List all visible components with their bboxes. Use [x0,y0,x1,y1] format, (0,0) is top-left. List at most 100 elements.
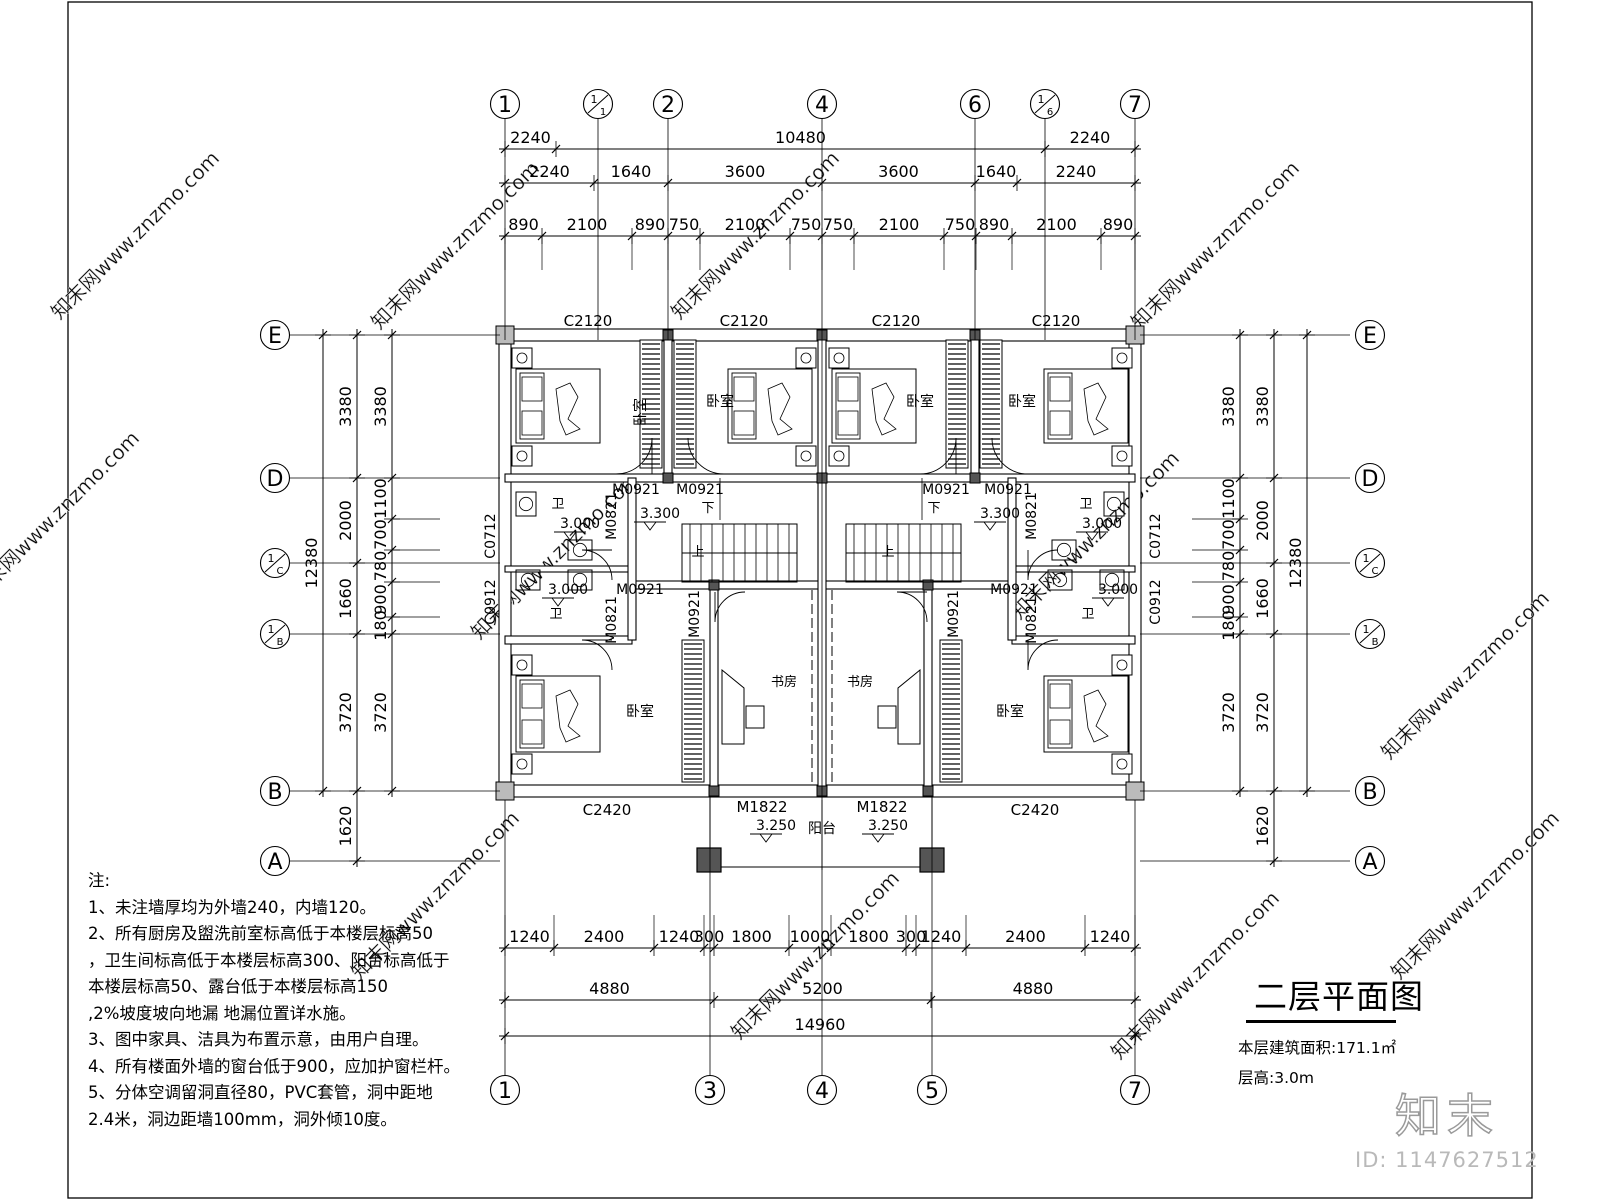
door-nc-bedroom [687,437,725,475]
wall-study-right [923,584,933,792]
axis-bubble-bottom-0 [489,1074,521,1106]
sheet-border [67,1,1533,1199]
nightstand-nw-1 [511,347,533,369]
dim-top-3-text-10: 2100 [1036,215,1077,234]
axis-bubble-top-5-slash [1034,94,1056,114]
room-label-bedroom-2: 卧室 [706,393,734,410]
bed-nc [727,368,813,444]
door-label-m0921-4: M0921 [984,482,1032,498]
bed-ec-frame [831,368,917,444]
wc-basin-nw-bowl [518,496,534,512]
wall-west [498,334,512,792]
nightstand-sw-1 [511,654,533,676]
door-label-m0821-3: M0821 [1024,492,1040,540]
nightstand-ec-1 [828,347,850,369]
door-label-m0921-2: M0921 [676,482,724,498]
axis-bubble-right-3-slash [1359,624,1381,644]
bed-se-headboard [1047,679,1073,749]
room-label-bedroom-6: 卧室 [996,703,1024,720]
axis-bubble-top-6-label: 7 [1128,93,1142,118]
nightstand-ne-1 [1111,347,1133,369]
room-label-study-left: 书房 [771,674,797,690]
chair-left [745,705,765,729]
door-ne-bedroom [991,437,1029,475]
note-line-8: 5、分体空调留洞直径80，PVC套管，洞中距地 [88,1083,433,1102]
dim-right-inner-text-4: 900 [1219,584,1238,615]
nightstand-nw-2-lamp [516,450,528,462]
window-label-c2120-4: C2120 [1032,312,1081,330]
axis-bubble-right-3-num: 1 [1363,623,1370,636]
bed-se [1043,675,1129,753]
desk-left [721,668,745,745]
elevation-3000-1-symbol [554,531,586,541]
elevation-3000-2: 3.000 [548,582,588,598]
elevation-3300-left: 3.300 [640,506,680,522]
dim-bottom-2-text-0: 4880 [589,979,630,998]
dim-left-mid-text-4: 1620 [336,806,355,847]
inner-column-3 [662,472,674,484]
nightstand-ne-2-lamp [1116,450,1128,462]
bed-sw-pillow-2 [521,719,543,745]
wall-wc-left [627,477,637,641]
room-label-bedroom-1: 卧室 [632,398,649,426]
dim-right-inner-text-1: 1100 [1219,478,1238,519]
wall-east [1128,334,1142,792]
axis-bubble-right-2-slash [1359,553,1381,573]
dim-top-3-text-4: 2100 [725,215,766,234]
door-label-m0821-1: M0821 [604,492,620,540]
dim-top-3-text-0: 890 [508,215,539,234]
window-label-c2120-3: C2120 [872,312,921,330]
dim-left-mid-text-3: 3720 [336,692,355,733]
window-label-c0712-left: C0712 [483,513,499,558]
axis-bubble-top-4 [959,88,991,120]
bed-ec-blanket [871,382,897,436]
axis-bubble-left-2-den: C [277,566,284,577]
wc-basin-se-bowl [1052,572,1068,588]
axis-bubble-right-1-label: D [1362,467,1379,492]
door-wc-se [1027,639,1059,671]
dim-top-2-text-0: 2240 [529,162,570,181]
axis-bubble-right-5 [1354,845,1386,877]
dim-right-mid-text-2: 1660 [1253,578,1272,619]
dim-left-inner-text-1: 1100 [371,478,390,519]
axis-bubble-right-5-label: A [1362,850,1377,875]
dim-right-inner-text-5: 180 [1219,610,1238,641]
bed-ec-pillow-2 [837,410,859,436]
dim-top-2-text-3: 3600 [878,162,919,181]
dim-bottom-total-text-0: 14960 [795,1015,846,1034]
axis-bubble-bottom-2 [806,1074,838,1106]
dim-left-inner-text-3: 780 [371,551,390,582]
window-label-c2120-2: C2120 [720,312,769,330]
bed-nc-pillow-1 [733,376,755,402]
axis-bubble-left-4 [259,775,291,807]
dim-right-mid-text-1: 2000 [1253,500,1272,541]
axis-bubble-top-4-label: 6 [968,93,982,118]
door-nw-bedroom [615,437,653,475]
axis-bubble-top-5-num: 1 [1038,93,1045,106]
watermark-logo: 知末 [1394,1088,1499,1144]
door-label-m0821-2: M0821 [604,596,620,644]
dim-top-2-text-4: 1640 [976,162,1017,181]
watermark-text-0: 知末网www.znzmo.com [46,146,224,324]
elevation-3250-right-symbol [862,833,894,843]
axis-bubble-top-3-label: 4 [815,93,829,118]
door-ec-bedroom [919,437,957,475]
nightstand-se-2 [1111,753,1133,775]
nightstand-se-1-lamp [1116,659,1128,671]
dim-top-3-text-5: 750 [791,215,822,234]
nightstand-se-1 [1111,654,1133,676]
bed-nw-pillow-1 [521,376,543,402]
bed-nw-pillow-2 [521,410,543,436]
dim-top-2-text-1: 1640 [611,162,652,181]
dim-left-mid-text-1: 2000 [336,500,355,541]
bed-ne-headboard [1047,372,1073,440]
notes-block: 注: 1、未注墙厚均为外墙240，内墙120。 2、所有厨房及盥洗前室标高低于本… [88,868,468,1133]
bed-ne-pillow-1 [1049,376,1071,402]
dim-top-3-text-8: 750 [945,215,976,234]
dim-top-3-text-2: 890 [635,215,666,234]
dim-bottom-1-text-1: 2400 [584,927,625,946]
wardrobe-5 [681,639,705,783]
door-label-m1822-left: M1822 [736,798,787,816]
axis-bubble-bottom-4 [1119,1074,1151,1106]
